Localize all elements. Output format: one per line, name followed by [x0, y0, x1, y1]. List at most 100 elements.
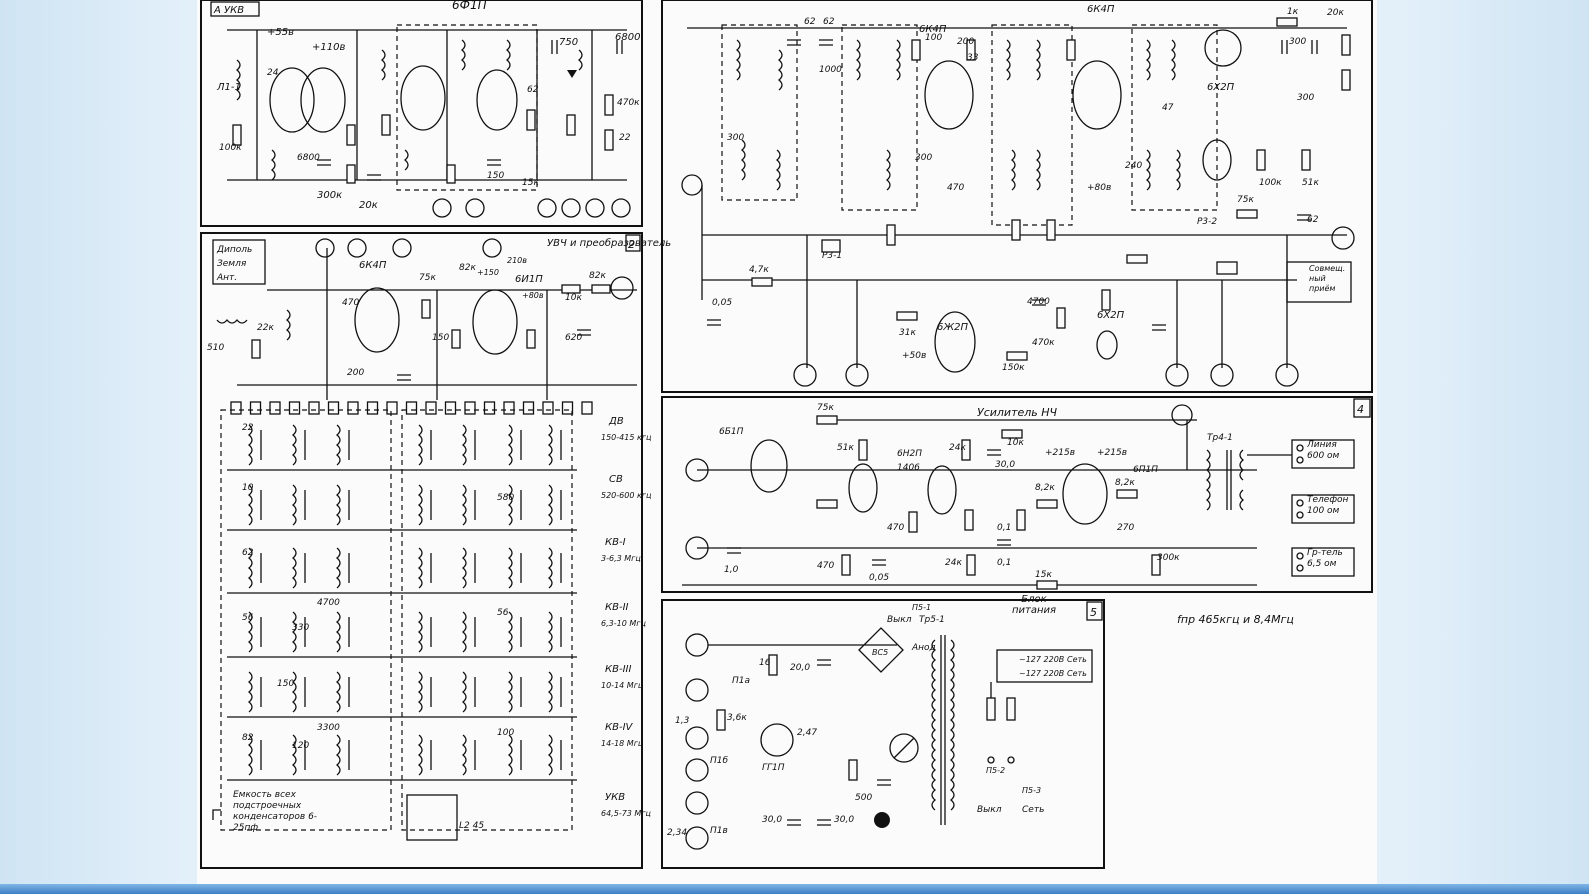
- p3-val-22: +80в: [1087, 183, 1111, 193]
- band-kv3-range: 10-14 Мгц: [601, 681, 644, 690]
- p3-val-21: 240: [1125, 161, 1142, 171]
- p4-val-17: 470: [887, 523, 904, 533]
- p5-val-12: 2,34: [667, 828, 687, 838]
- p4-number: 4: [1357, 403, 1364, 416]
- switch-contact: [483, 401, 496, 415]
- p3-val-1: 62: [823, 17, 835, 27]
- band-sv-range: 520-600 кгц: [601, 491, 652, 500]
- p3-val-26: 1к: [1287, 7, 1299, 17]
- p4-tube-1: 6Б1П: [719, 427, 744, 437]
- panel-1: А УКВ 6Ф1П: [200, 0, 643, 227]
- switch-contact: [425, 401, 437, 415]
- switch-contact: [522, 401, 535, 415]
- p2-val-16: 56: [242, 613, 254, 623]
- p3-val-25: 300: [1297, 93, 1314, 103]
- p1-val-3: 300к: [317, 190, 342, 201]
- p3-val-0: 62: [804, 17, 816, 27]
- switch-contact: [444, 401, 457, 415]
- p5-transformer: Тр5-1: [919, 615, 945, 625]
- p3-val-3: 300: [727, 133, 744, 143]
- p2-input-ant: Ант.: [216, 273, 237, 283]
- p4-title: Усилитель НЧ: [977, 406, 1058, 419]
- p3-val-14: 4,7к: [749, 265, 769, 275]
- p4-val-18: 0,05: [869, 573, 889, 583]
- p5-mains-2: ~127 220В: [1019, 669, 1064, 678]
- p1-val-5: 100к: [219, 143, 242, 153]
- p4-val-1: 51к: [837, 443, 854, 453]
- band-kv1: КВ-I: [605, 537, 626, 548]
- p3-val-2: 1000: [819, 65, 842, 75]
- band-ukv: УКВ: [605, 792, 625, 803]
- p3-val-12: 75к: [1237, 195, 1254, 205]
- p1-val-0: +55в: [267, 27, 294, 38]
- p2-val-5: 82к: [589, 271, 606, 281]
- p3-val-17: 470к: [1032, 338, 1055, 348]
- output-phone: Телефон 100 ом: [1307, 495, 1349, 516]
- panel-3: 6К4П 6К4П 6Х2П 6Ж2П 6Х2П Р3-1 Р3-2: [661, 0, 1373, 393]
- band-list: ДВ 150-415 кгц СВ 520-600 кгц КВ-I 3-6,3…: [601, 416, 652, 818]
- switch-contact: [464, 401, 476, 415]
- band-dv-range: 150-415 кгц: [601, 433, 652, 442]
- p2-val-3: 210в: [507, 256, 527, 265]
- p3-val-24: 470: [947, 183, 964, 193]
- p2-val-14: 10: [242, 483, 254, 493]
- output-speaker: Гр-тель 6,5 ом: [1307, 548, 1343, 569]
- switch-contact: [581, 401, 593, 415]
- p3-val-18: 150к: [1002, 363, 1025, 373]
- p3-val-20: 62: [1307, 215, 1319, 225]
- taskbar: [0, 884, 1589, 894]
- p1-val-7: 6800: [615, 32, 640, 43]
- p5-val-8: П1б: [710, 756, 728, 766]
- p3-val-4: 300: [915, 153, 932, 163]
- p1-val-10: 150: [487, 171, 504, 181]
- p3-tube-5: 6Х2П: [1097, 310, 1125, 321]
- p5-mains-label-2: Сеть: [1067, 669, 1087, 678]
- panel-2: 2 УВЧ и преобразователь 6К4П 6И1П Диполь…: [200, 232, 671, 869]
- p2-val-11: 510: [207, 343, 224, 353]
- p4-transformer: Тр4-1: [1207, 433, 1233, 443]
- p4-val-8: 8,2к: [1115, 478, 1135, 488]
- p3-tube-4: 6Ж2П: [937, 322, 968, 333]
- p2-tube-2: 6И1П: [515, 274, 543, 285]
- p4-val-9: 270: [1117, 523, 1134, 533]
- p5-mains-label-1: Сеть: [1067, 655, 1087, 664]
- p4-val-3: 10к: [1007, 438, 1024, 448]
- p5-val-5: 30,0: [834, 815, 854, 825]
- p4-val-7: 8,2к: [1035, 483, 1055, 493]
- p2-val-2: +150: [477, 268, 499, 277]
- p2-val-10: 22к: [257, 323, 274, 333]
- switch-contact: [561, 401, 574, 415]
- switch-contacts: [230, 401, 593, 415]
- p2-val-7: 620: [565, 333, 582, 343]
- if-frequency-note: fпр 465кгц и 8,4Мгц: [1177, 613, 1294, 626]
- switch-contact: [542, 401, 554, 415]
- schematic-sheet: А УКВ 6Ф1П: [197, 0, 1377, 884]
- p5-anode: Анод: [911, 643, 936, 653]
- p5-switch-off-2: Выкл: [977, 805, 1002, 815]
- band-kv2-range: 6,3-10 Мгц: [601, 619, 646, 628]
- p5-switch-2: П5-2: [986, 766, 1005, 775]
- switch-contact: [405, 401, 418, 415]
- p2-number: 2: [628, 238, 635, 251]
- p5-val-1: 20,0: [790, 663, 810, 673]
- trim-capacitor-note: Емкость всех подстроечных конденсаторов …: [233, 790, 318, 833]
- p2-val-0: 75к: [419, 273, 436, 283]
- p1-val-6: 750: [559, 37, 578, 48]
- band-kv3: КВ-III: [605, 664, 631, 675]
- p2-val-20: 150: [277, 679, 294, 689]
- p2-val-8: 470: [342, 298, 359, 308]
- p2-title: УВЧ и преобразователь: [547, 237, 671, 249]
- p4-val-6: +215в: [1097, 448, 1127, 458]
- band-kv1-range: 3-6,3 Мгц: [601, 554, 641, 563]
- p5-mains-1: ~127 220В: [1019, 655, 1064, 664]
- p4-val-19: 1406: [897, 463, 920, 473]
- panel-5: 5 Блок питания Тр5-1 Выкл П5-1 Анод П5-2…: [661, 594, 1105, 869]
- switch-contact: [249, 401, 262, 415]
- p3-val-6: 100: [925, 33, 942, 43]
- p5-val-3: 2,47: [797, 728, 817, 738]
- switch-contact: [308, 401, 320, 415]
- p2-val-15: 62: [242, 548, 254, 558]
- band-sv: СВ: [609, 474, 623, 485]
- p2-val-22: 120: [292, 741, 309, 751]
- p4-val-2: 24к: [949, 443, 966, 453]
